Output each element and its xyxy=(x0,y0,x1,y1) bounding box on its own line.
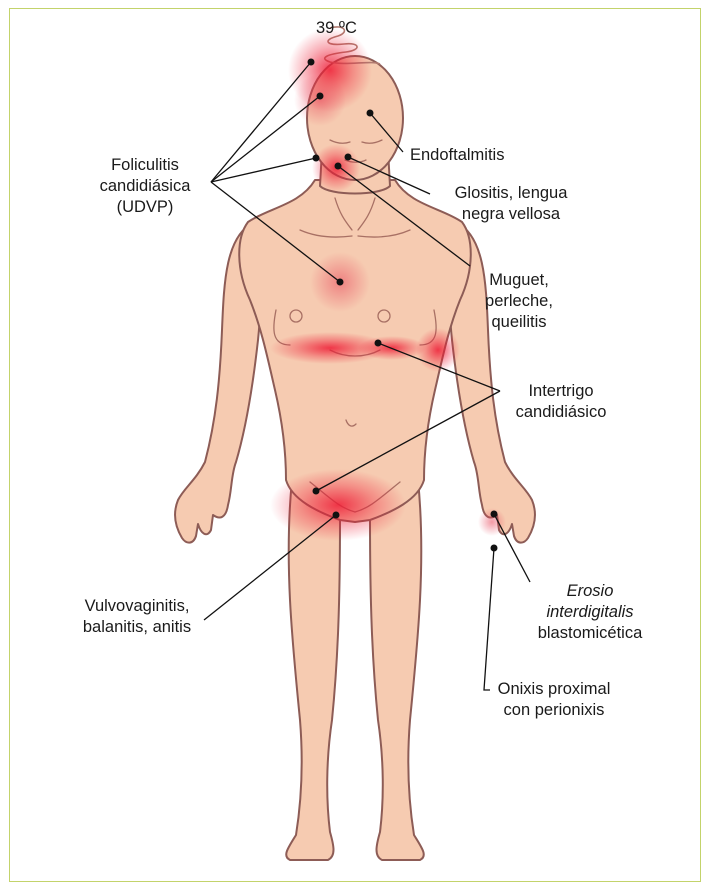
label-endoftalmitis: Endoftalmitis xyxy=(410,145,504,166)
label-erosio: Erosio interdigitalis blastomicética xyxy=(528,581,652,644)
label-muguet: Muguet, perleche, queilitis xyxy=(472,270,566,333)
temperature-label: 39 ºC xyxy=(316,18,357,39)
label-onixis: Onixis proximal con perionixis xyxy=(492,679,616,721)
label-vulvovaginitis: Vulvovaginitis, balanitis, anitis xyxy=(66,596,208,638)
label-intertrigo: Intertrigo candidiásico xyxy=(506,381,616,423)
label-foliculitis: Foliculitis candidiásica (UDVP) xyxy=(88,155,202,218)
label-glositis: Glositis, lengua negra vellosa xyxy=(436,183,586,225)
